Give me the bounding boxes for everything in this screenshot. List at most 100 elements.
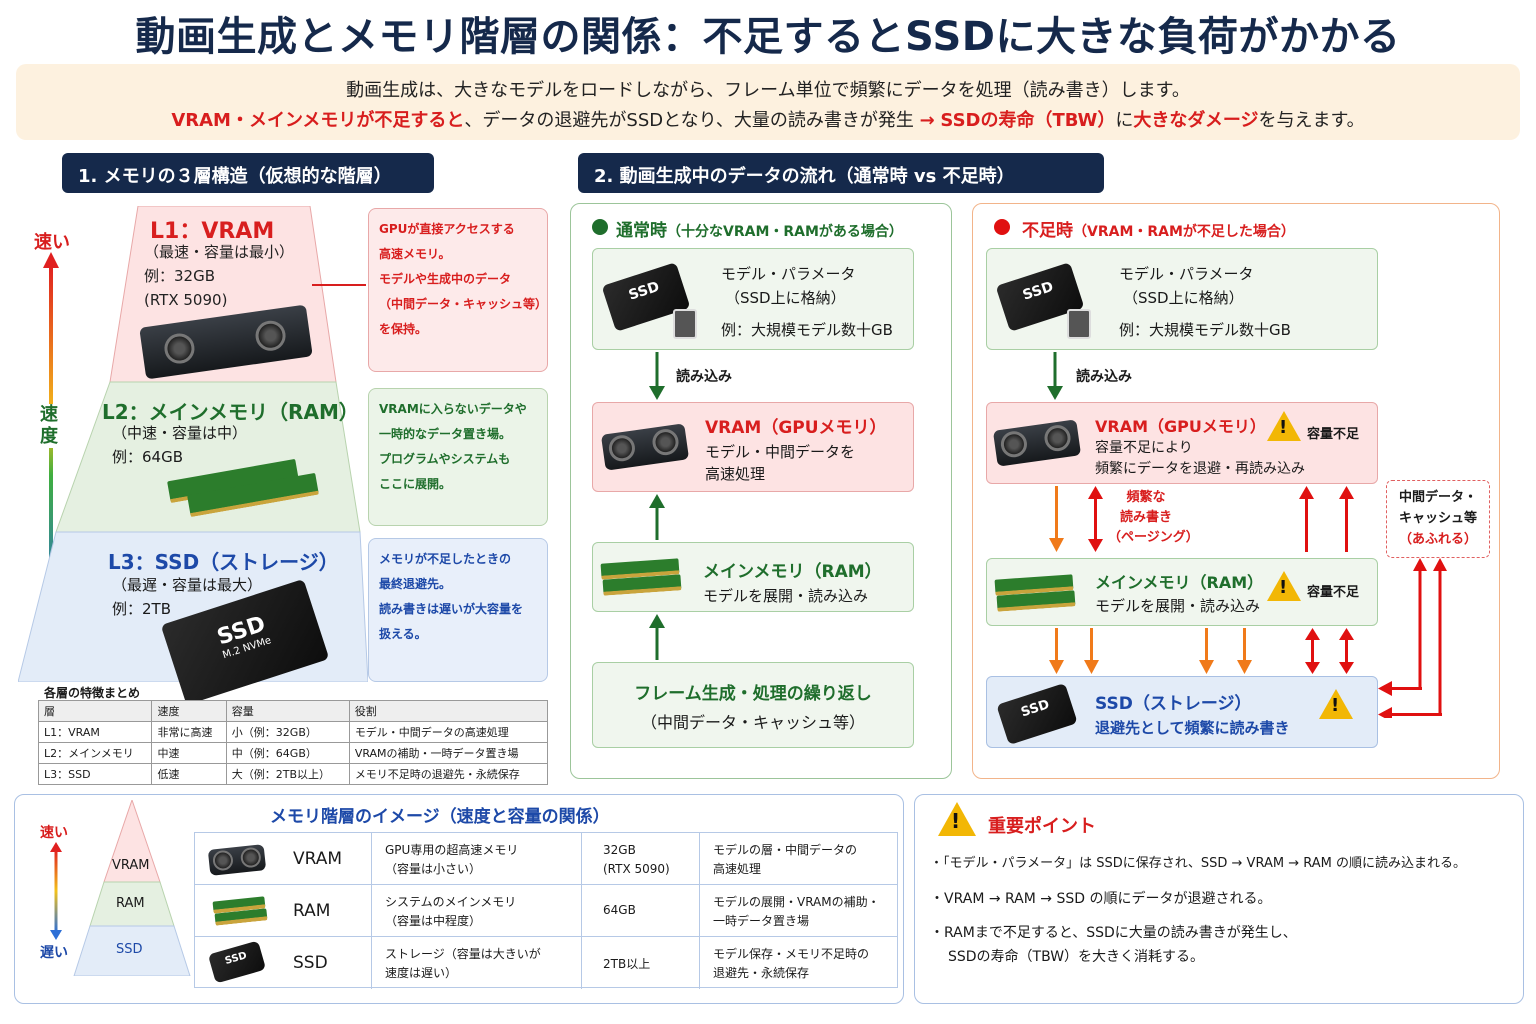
- table-row: L2：メインメモリ中速中（例：64GB）VRAMの補助・一時データ置き場: [37, 742, 549, 764]
- normal-ssd-box: SSD モデル・パラメータ （SSD上に格納） 例：大規模モデル数十GB: [592, 248, 914, 350]
- normal-title: 通常時（十分なVRAM・RAMがある場合）: [616, 216, 903, 241]
- normal-vram-line-3: 高速処理: [705, 465, 766, 483]
- warning-icon: [1267, 571, 1301, 601]
- row-desc-line: ストレージ（容量は大きいが: [385, 947, 541, 961]
- paging-arrows: [1049, 486, 1354, 552]
- row-role: モデルの層・中間データの高速処理: [713, 841, 857, 879]
- intro-end: を与えます。: [1258, 110, 1365, 131]
- hierarchy-table: VRAM GPU専用の超高速メモリ（容量は小さい） 32GB(RTX 5090)…: [194, 832, 898, 989]
- overflow-box: 中間データ・ キャッシュ等 （あふれる）: [1386, 480, 1490, 558]
- table-header-row: 層速度容量役割: [37, 700, 549, 722]
- note-line: 最終退避先。: [379, 577, 452, 591]
- table-cell: L2：メインメモリ: [37, 742, 153, 764]
- row-name: VRAM: [293, 849, 343, 869]
- summary-title: 各層の特徴まとめ: [44, 686, 141, 700]
- intro-mid-2: に: [1115, 110, 1134, 131]
- divider: [699, 937, 700, 989]
- note-line: ここに展開。: [379, 477, 452, 491]
- shortage-ssd2-line-2: 退避先として頻繁に読み書き: [1095, 719, 1290, 737]
- key-point-2: ・VRAM → RAM → SSD の順にデータが退避される。: [930, 891, 1272, 907]
- tier-l1-desc-1: （最速・容量は最小）: [144, 243, 295, 261]
- shortage-ssd-line-3: 例：大規模モデル数十GB: [1119, 321, 1291, 339]
- note-line: 読み書きは遅いが大容量を: [379, 602, 524, 616]
- tier-l2-desc-1: （中速・容量は中）: [112, 424, 248, 442]
- note-line: メモリが不足したときの: [379, 552, 512, 566]
- tier-l3-desc-2: 例：2TB: [112, 600, 171, 618]
- table-cell: 容量: [225, 700, 350, 722]
- normal-frame-line-1: フレーム生成・処理の繰り返し: [634, 684, 872, 704]
- paging-line: 読み書き: [1119, 510, 1172, 525]
- page-title: 動画生成とメモリ階層の関係：不足するとSSDに大きな負荷がかかる: [135, 14, 1401, 60]
- table-row: VRAM GPU専用の超高速メモリ（容量は小さい） 32GB(RTX 5090)…: [195, 833, 897, 885]
- pyramid-ssd-label: SSD: [116, 942, 143, 957]
- normal-ram-line-1: メインメモリ（RAM）: [703, 562, 882, 582]
- shortage-vram-line-3: 頻繁にデータを退避・再読み込み: [1095, 461, 1305, 477]
- intro-banner: 動画生成は、大きなモデルをロードしながら、フレーム単位で頻繁にデータを処理（読み…: [16, 64, 1520, 140]
- shortage-ram-box: メインメモリ（RAM） モデルを展開・読み込み ! 容量不足: [986, 558, 1378, 626]
- shortage-title: 不足時（VRAM・RAMが不足した場合）: [1022, 216, 1295, 241]
- key-point-4: SSDの寿命（TBW）を大きく消耗する。: [948, 949, 1205, 965]
- paging-label: 頻繁な 読み書き （ページング）: [1108, 488, 1199, 548]
- overflow-arrows: [1378, 558, 1447, 718]
- note-line: モデルや生成中のデータ: [379, 272, 512, 286]
- divider: [581, 937, 582, 989]
- paging-line: （ページング）: [1108, 530, 1199, 545]
- normal-frame-box: フレーム生成・処理の繰り返し （中間データ・キャッシュ等）: [592, 662, 914, 748]
- row-role: モデル保存・メモリ不足時の退避先・永続保存: [713, 945, 869, 983]
- key-points-panel: [914, 794, 1524, 1004]
- speed-fast-label: 速い: [34, 232, 70, 253]
- table-cell: 速度: [151, 700, 227, 722]
- divider: [581, 885, 582, 937]
- warning-icon: [938, 802, 976, 836]
- tier-l3-name: L3：SSD（ストレージ）: [108, 550, 339, 574]
- pyramid-speed-arrow: [50, 842, 62, 940]
- table-row: RAM システムのメインメモリ（容量は中程度） 64GB モデルの展開・VRAM…: [195, 885, 897, 937]
- normal-vram-box: VRAM（GPUメモリ） モデル・中間データを 高速処理: [592, 402, 914, 492]
- l1-connector: [312, 284, 366, 286]
- warning-mark: !: [1279, 417, 1288, 438]
- intro-red-2: SSDの寿命（TBW）: [940, 110, 1116, 131]
- intro-mid: 、データの退避先がSSDとなり、大量の読み書きが発生: [464, 110, 914, 131]
- table-cell: VRAMの補助・一時データ置き場: [348, 742, 549, 764]
- table-cell: 役割: [348, 700, 549, 722]
- intro-red-1: VRAM・メインメモリが不足すると: [171, 110, 465, 131]
- row-role-line: 一時データ置き場: [713, 914, 810, 928]
- shortage-ssd-box: SSD モデル・パラメータ （SSD上に格納） 例：大規模モデル数十GB: [986, 248, 1378, 350]
- shortage-ssd-line-1: モデル・パラメータ: [1119, 265, 1254, 283]
- table-row: SSD SSD ストレージ（容量は大きいが速度は遅い） 2TB以上 モデル保存・…: [195, 937, 897, 989]
- note-line: を保持。: [379, 322, 428, 336]
- normal-title-main: 通常時: [616, 221, 667, 241]
- down-arrow-icon: [649, 352, 665, 400]
- row-name: SSD: [293, 953, 328, 973]
- hierarchy-title: メモリ階層のイメージ（速度と容量の関係）: [270, 807, 610, 827]
- file-icon: [673, 309, 697, 339]
- gpu-icon: [207, 844, 267, 876]
- table-cell: L3：SSD: [37, 763, 153, 785]
- ssd-icon: SSD: [207, 940, 267, 984]
- ram-warn-label: 容量不足: [1307, 585, 1360, 600]
- gpu-icon: [992, 419, 1082, 467]
- row-desc-line: （容量は小さい）: [385, 862, 482, 876]
- section2-header: 2. 動画生成中のデータの流れ（通常時 vs 不足時）: [578, 153, 1104, 193]
- shortage-ram-line-2: モデルを展開・読み込み: [1095, 597, 1261, 615]
- tier-l2-note: VRAMに入らないデータや 一時的なデータ置き場。 プログラムやシステムも ここ…: [368, 388, 548, 526]
- shortage-read-label: 読み込み: [1076, 369, 1132, 385]
- row-role: モデルの展開・VRAMの補助・一時データ置き場: [713, 893, 880, 931]
- pyramid-fast-label: 速い: [40, 825, 68, 841]
- key-points-title: 重要ポイント: [988, 816, 1096, 837]
- overflow-line: キャッシュ等: [1398, 511, 1477, 526]
- normal-panel: [570, 203, 952, 779]
- row-cap-line: (RTX 5090): [603, 862, 670, 876]
- shortage-ram-line-1: メインメモリ（RAM）: [1095, 573, 1264, 592]
- key-point-3: ・RAMまで不足すると、SSDに大量の読み書きが発生し、: [930, 925, 1297, 941]
- red-dot-icon: [994, 219, 1010, 235]
- divider: [581, 833, 582, 885]
- table-cell: 中（例：64GB）: [225, 742, 350, 764]
- note-line: 高速メモリ。: [379, 247, 451, 261]
- table-cell: 小（例：32GB）: [225, 721, 350, 743]
- warning-icon: [1267, 411, 1301, 441]
- up-arrow-icon: [649, 614, 665, 660]
- row-role-line: 退避先・永続保存: [713, 966, 810, 980]
- table-cell: L1：VRAM: [37, 721, 153, 743]
